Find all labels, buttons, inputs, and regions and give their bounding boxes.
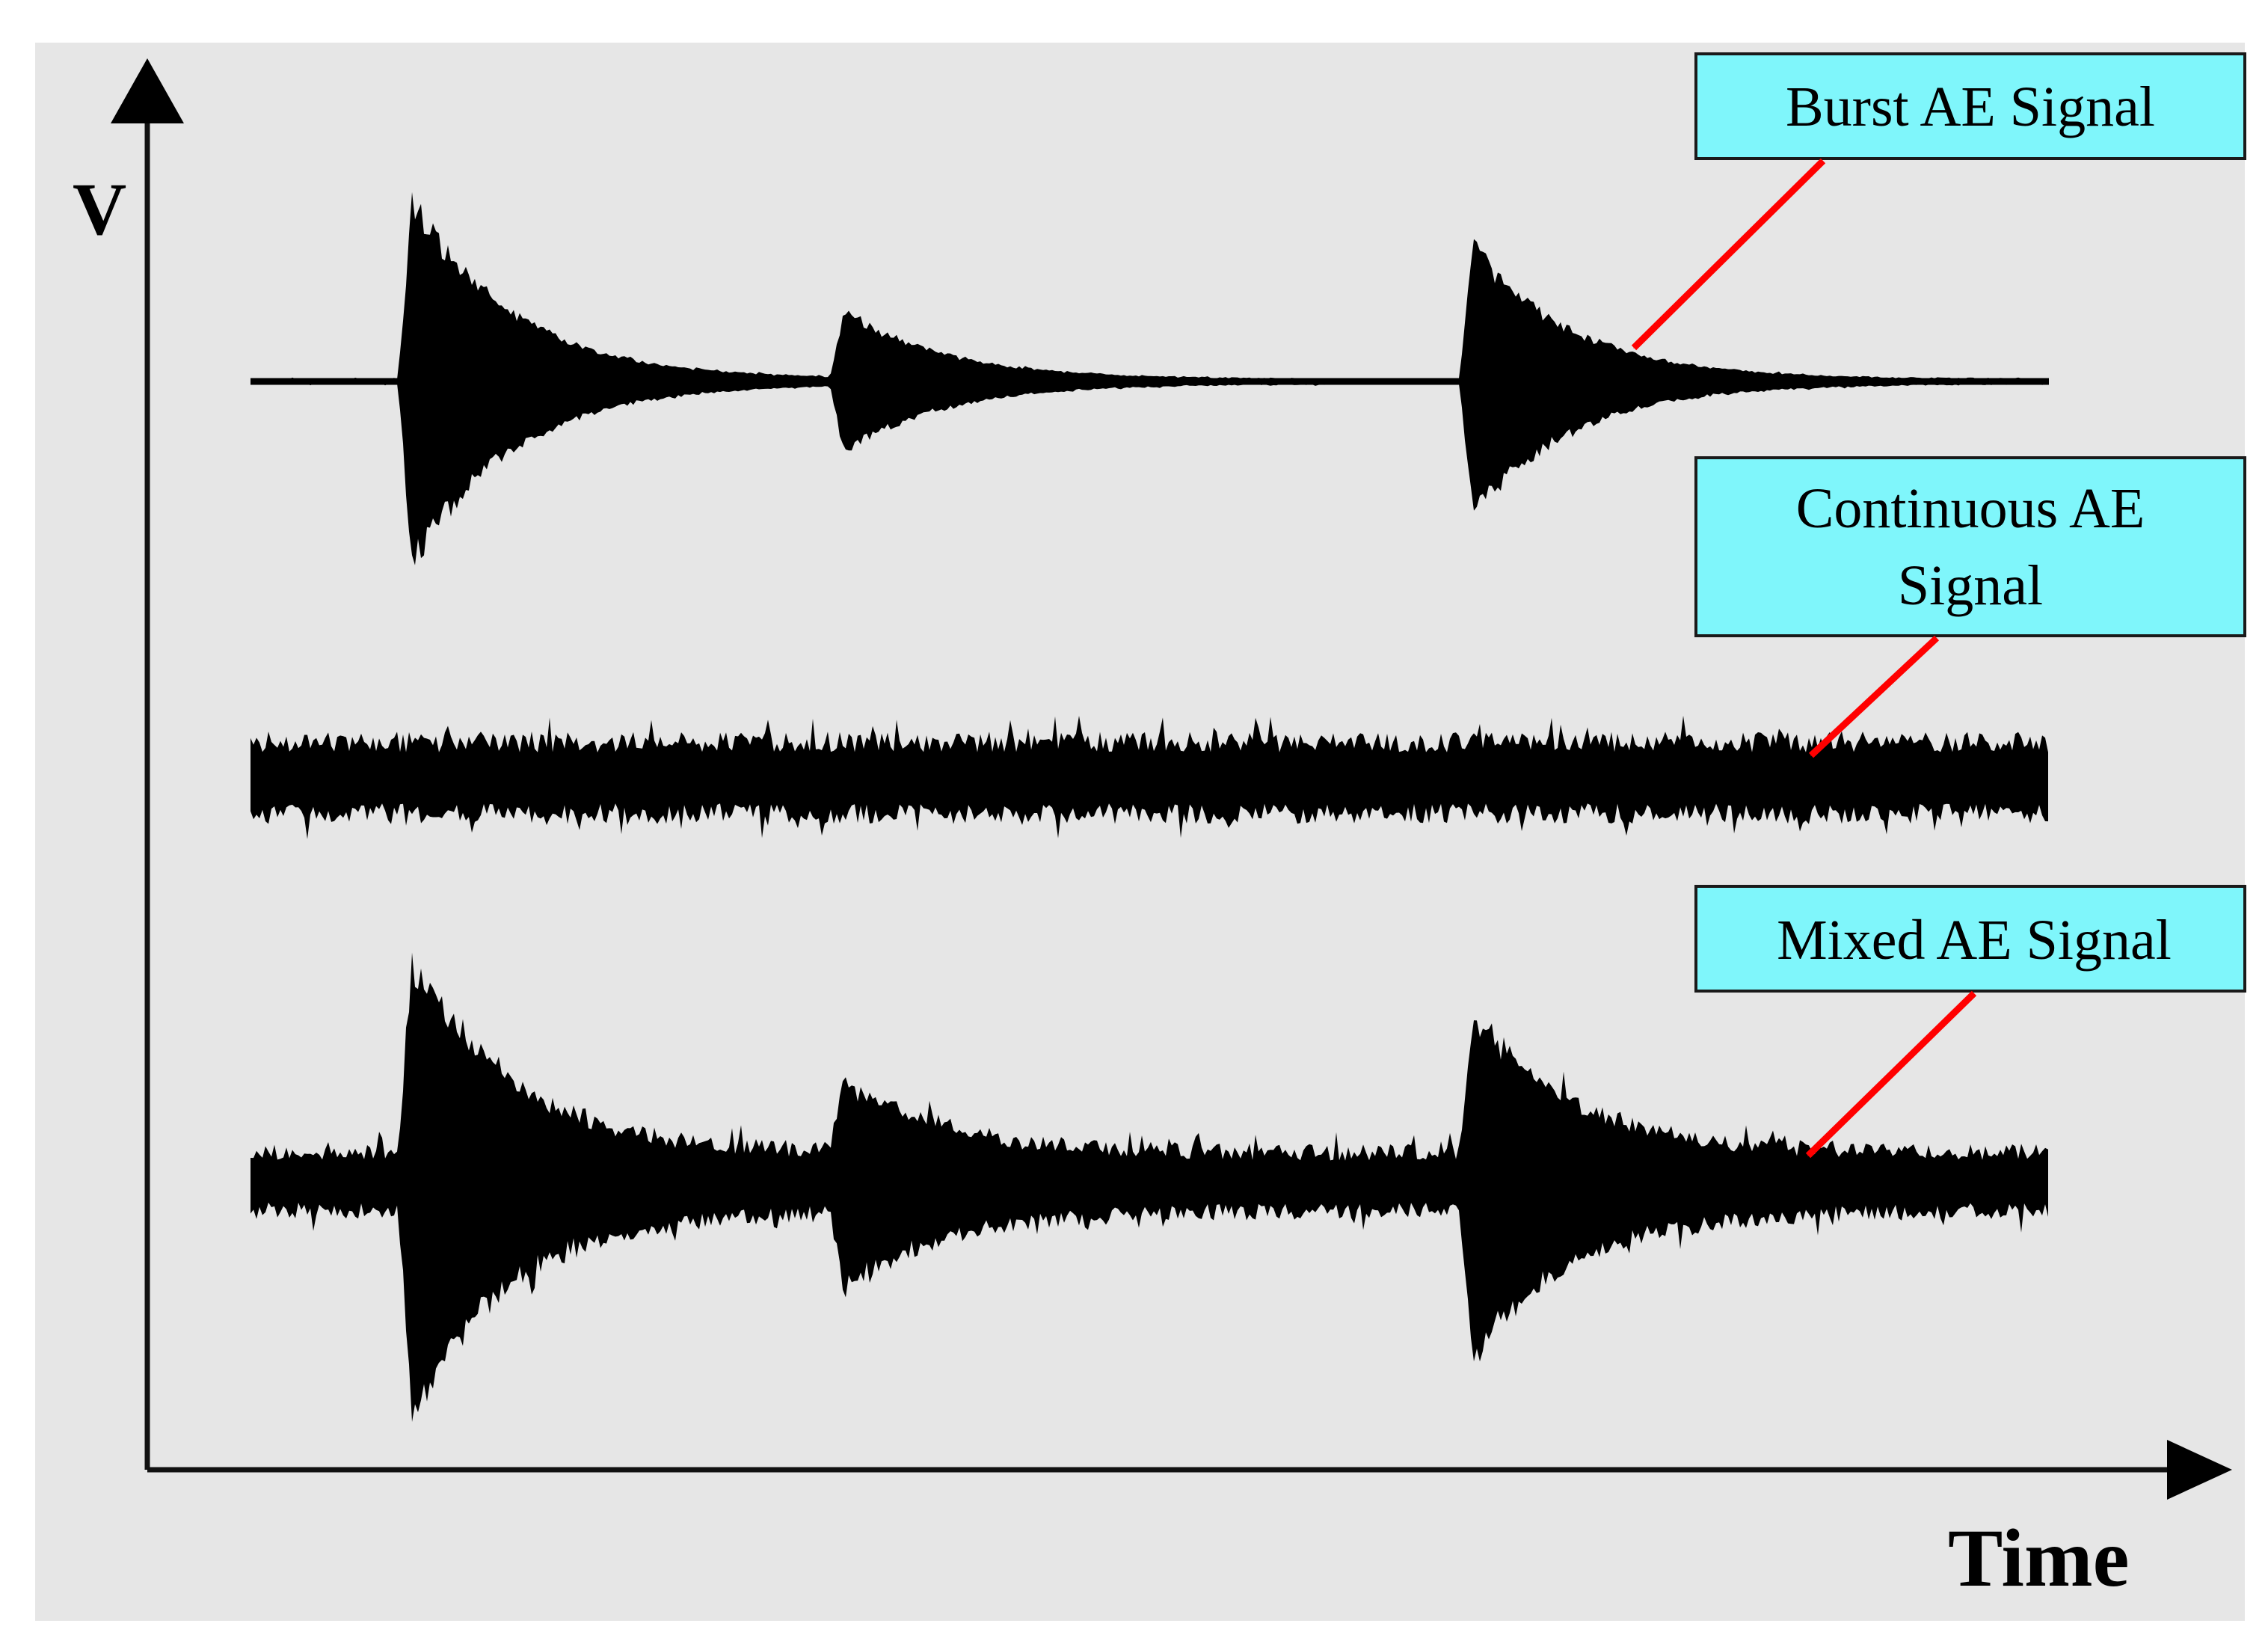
callout-burst-box [1694,52,2246,160]
mixed-ae-waveform [251,952,2048,1423]
callout-continuous: Continuous AE Signal [1694,456,2246,758]
x-axis-arrowhead [2167,1440,2232,1500]
y-axis-arrowhead [111,58,184,123]
x-axis-label: Time [1948,1512,2129,1604]
callout-mixed-arrow [1805,990,1977,1159]
callout-continuous-label-line1: Continuous AE [1796,477,2145,540]
callout-burst: Burst AE Signal [1631,52,2246,351]
callout-mixed-box [1694,885,2246,993]
y-axis-label: V [73,168,126,251]
callout-burst-arrow [1631,158,1826,351]
burst-ae-waveform [251,191,2049,565]
continuous-ae-waveform [251,715,2048,839]
callout-continuous-label-line2: Signal [1898,554,2043,617]
axes: V Time [73,58,2232,1604]
callout-continuous-box [1694,456,2246,637]
diagram-background [35,43,2245,1621]
callout-mixed: Mixed AE Signal [1694,885,2246,1159]
callout-continuous-arrow [1808,635,1940,758]
callout-mixed-label: Mixed AE Signal [1777,909,2172,972]
mixed-waveform-trace [251,952,2048,1423]
continuous-waveform-trace [251,715,2048,839]
callout-burst-label: Burst AE Signal [1786,76,2155,138]
